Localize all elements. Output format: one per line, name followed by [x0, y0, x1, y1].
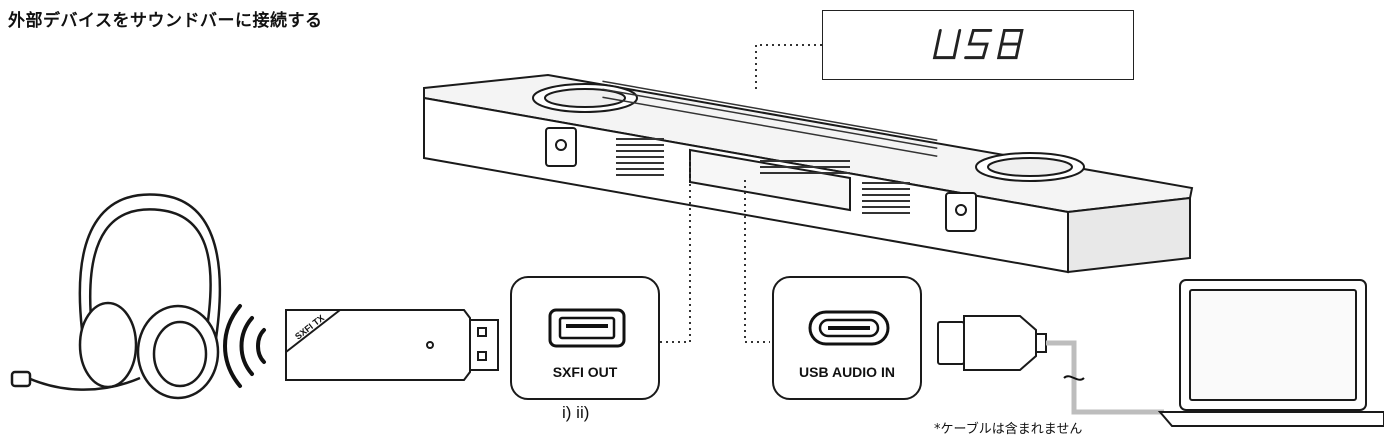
- usb-audio-in-port-box: USB AUDIO IN: [772, 276, 922, 400]
- usb-c-cable: [937, 315, 1047, 371]
- usb-display-panel: [822, 10, 1134, 80]
- page-title: 外部デバイスをサウンドバーに接続する: [8, 11, 323, 31]
- cable-not-included-note: *ケーブルは含まれません: [934, 422, 1083, 437]
- wireless-signal-icon: [223, 304, 266, 388]
- sxfi-tx-dongle: [285, 309, 499, 381]
- usb-audio-in-label: USB AUDIO IN: [799, 364, 895, 380]
- speaker-grille: [602, 80, 938, 214]
- seven-segment-display: [932, 28, 1024, 60]
- usb-c-port-icon: [808, 310, 890, 346]
- headset-illustration: [10, 193, 222, 400]
- sxfi-out-label: SXFI OUT: [552, 364, 618, 380]
- cable-break-mark: [1063, 375, 1085, 381]
- laptop-illustration: [1157, 279, 1384, 427]
- sxfi-footnote: i) ii): [562, 403, 590, 422]
- usb-a-port-icon: [548, 308, 626, 348]
- soundbar-illustration: [423, 73, 1194, 274]
- sxfi-out-port-box: SXFI OUT: [510, 276, 660, 400]
